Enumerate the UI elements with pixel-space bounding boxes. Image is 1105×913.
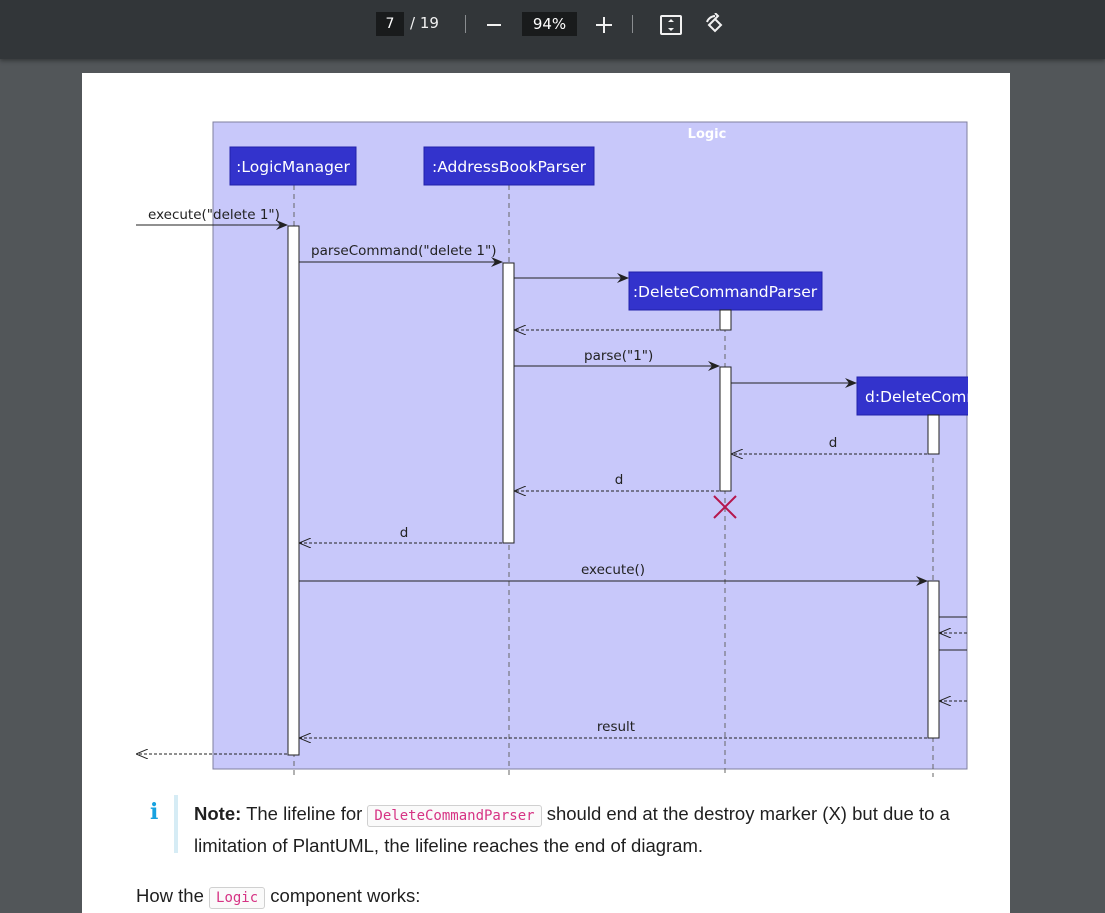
frame-title: Logic [688,127,727,142]
toolbar-divider [632,15,633,33]
zoom-in-button[interactable] [589,10,619,40]
rotate-icon [706,13,723,33]
logic-frame [212,121,968,770]
page-total: / 19 [410,14,439,32]
page-number-input[interactable]: 7 [376,12,404,36]
destroy-marker [713,495,737,519]
svg-text:result: result [597,719,635,735]
participant-logicmanager: :LogicManager [229,146,357,186]
activation-deletecommand-1 [927,414,940,455]
activation-deletecommand-2 [927,580,940,739]
svg-text:d: d [829,435,838,451]
message-execute: execute() [299,562,928,586]
svg-text::AddressBookParser: :AddressBookParser [432,158,587,176]
plus-icon [596,17,612,33]
participant-addressbookparser: :AddressBookParser [423,146,595,186]
svg-text:parse("1"): parse("1") [584,348,653,364]
svg-text:execute(): execute() [581,562,645,578]
code-logic: Logic [209,887,266,909]
message-partial-right [939,616,967,701]
code-deletecommandparser: DeleteCommandParser [367,805,542,827]
return-d-command: d [732,435,927,454]
activation-addressbookparser [502,262,515,544]
svg-text:execute("delete 1"): execute("delete 1") [148,207,280,223]
note-block: i Note: The lifeline for DeleteCommandPa… [136,795,956,856]
rotate-button[interactable] [700,10,730,40]
minus-icon [487,24,501,26]
svg-text:d: d [400,525,409,541]
svg-text:parseCommand("delete 1"): parseCommand("delete 1") [311,243,496,259]
zoom-input[interactable]: 94% [522,12,577,36]
paragraph-logic-component: How the Logic component works: [136,885,420,909]
svg-text::LogicManager: :LogicManager [236,158,350,176]
pdf-page: Logic :LogicManager :AddressBookParser :… [82,73,1010,913]
sequence-diagram: Logic :LogicManager :AddressBookParser :… [136,113,1010,793]
return-d-addressbook: d [300,525,502,543]
svg-text:d:DeleteComm: d:DeleteComm [865,388,982,406]
activation-deletecommandparser-1 [719,309,732,331]
toolbar-divider [465,15,466,33]
fit-page-icon [660,15,682,35]
svg-text:d: d [615,472,624,488]
fit-page-button[interactable] [656,10,686,40]
note-text: Note: The lifeline for DeleteCommandPars… [194,803,950,856]
pdf-toolbar: 7 / 19 94% [0,0,1105,59]
message-parse-command: parseCommand("delete 1") [299,243,503,267]
info-icon: i [150,799,159,825]
frame-clip [968,113,1010,793]
zoom-out-button[interactable] [479,10,509,40]
message-parse-1: parse("1") [514,348,720,371]
message-execute-delete: execute("delete 1") [136,207,288,230]
note-bar [174,795,178,853]
svg-text::DeleteCommandParser: :DeleteCommandParser [633,283,818,301]
activation-logicmanager [287,225,300,756]
activation-deletecommandparser-2 [719,366,732,492]
participant-deletecommandparser: :DeleteCommandParser [628,271,823,311]
return-d-parser: d [515,472,719,491]
return-result: result [300,719,927,738]
